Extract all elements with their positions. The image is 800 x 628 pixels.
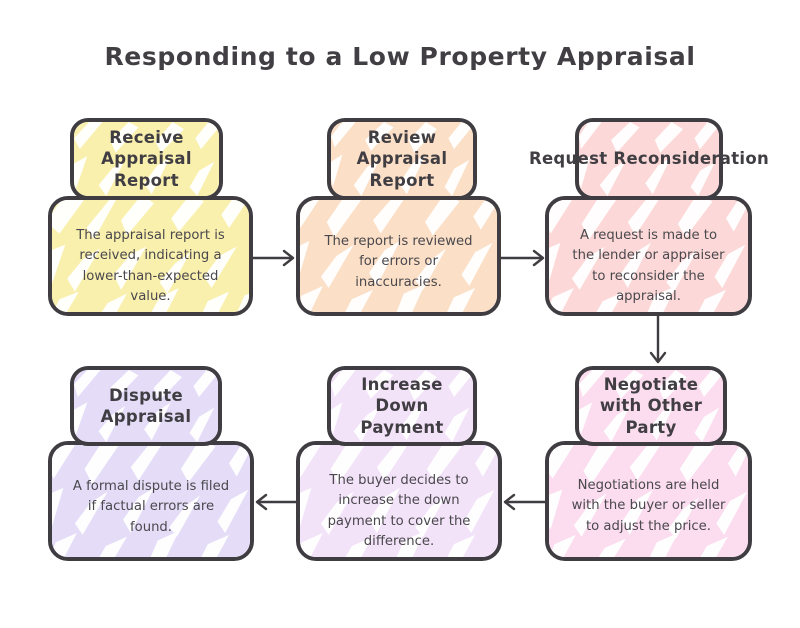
node-body-card: The appraisal report is received, indica…	[48, 196, 253, 316]
texture-overlay-header	[579, 370, 723, 442]
node-body-card: A request is made to the lender or appra…	[545, 196, 752, 316]
node-description: A formal dispute is filed if factual err…	[72, 479, 230, 535]
node-heading: Receive Appraisal Report	[101, 128, 192, 190]
texture-overlay-header	[579, 122, 719, 196]
node-description: The appraisal report is received, indica…	[76, 228, 225, 305]
node-body-card: The report is reviewed for errors or ina…	[296, 196, 501, 316]
node-heading: Request Reconsideration	[528, 149, 770, 169]
connector-arrow-right-2	[501, 248, 547, 268]
texture-overlay-header	[74, 122, 219, 196]
node-header-card[interactable]: Request Reconsideration	[528, 118, 770, 200]
node-header-card[interactable]: Increase Down Payment	[327, 366, 477, 446]
node-heading: Increase Down Payment	[360, 375, 444, 437]
node-header-card[interactable]: Receive Appraisal Report	[70, 118, 223, 200]
node-header-card[interactable]: Negotiate with Other Party	[575, 366, 727, 446]
connector-arrow-down-1	[648, 315, 668, 367]
node-description: The report is reviewed for errors or ina…	[324, 234, 473, 290]
node-header-card[interactable]: Review Appraisal Report	[327, 118, 477, 200]
node-body-card: A formal dispute is filed if factual err…	[48, 441, 254, 561]
node-heading: Negotiate with Other Party	[599, 375, 703, 437]
node-body-card: The buyer decides to increase the down p…	[296, 441, 502, 561]
node-heading: Dispute Appraisal	[100, 385, 192, 426]
node-header-card[interactable]: Dispute Appraisal	[70, 366, 222, 446]
texture-overlay-header	[74, 370, 218, 442]
node-description: A request is made to the lender or appra…	[572, 228, 725, 305]
node-body-card: Negotiations are held with the buyer or …	[545, 441, 752, 561]
texture-overlay-header	[331, 370, 473, 442]
connector-arrow-left-1	[501, 492, 547, 512]
connector-arrow-left-2	[253, 492, 297, 512]
texture-overlay-header	[331, 122, 473, 196]
connector-arrow-right-1	[253, 248, 297, 268]
node-description: Negotiations are held with the buyer or …	[571, 478, 726, 534]
node-heading: Review Appraisal Report	[356, 128, 448, 190]
node-description: The buyer decides to increase the down p…	[327, 473, 471, 550]
page-title: Responding to a Low Property Appraisal	[104, 42, 696, 71]
